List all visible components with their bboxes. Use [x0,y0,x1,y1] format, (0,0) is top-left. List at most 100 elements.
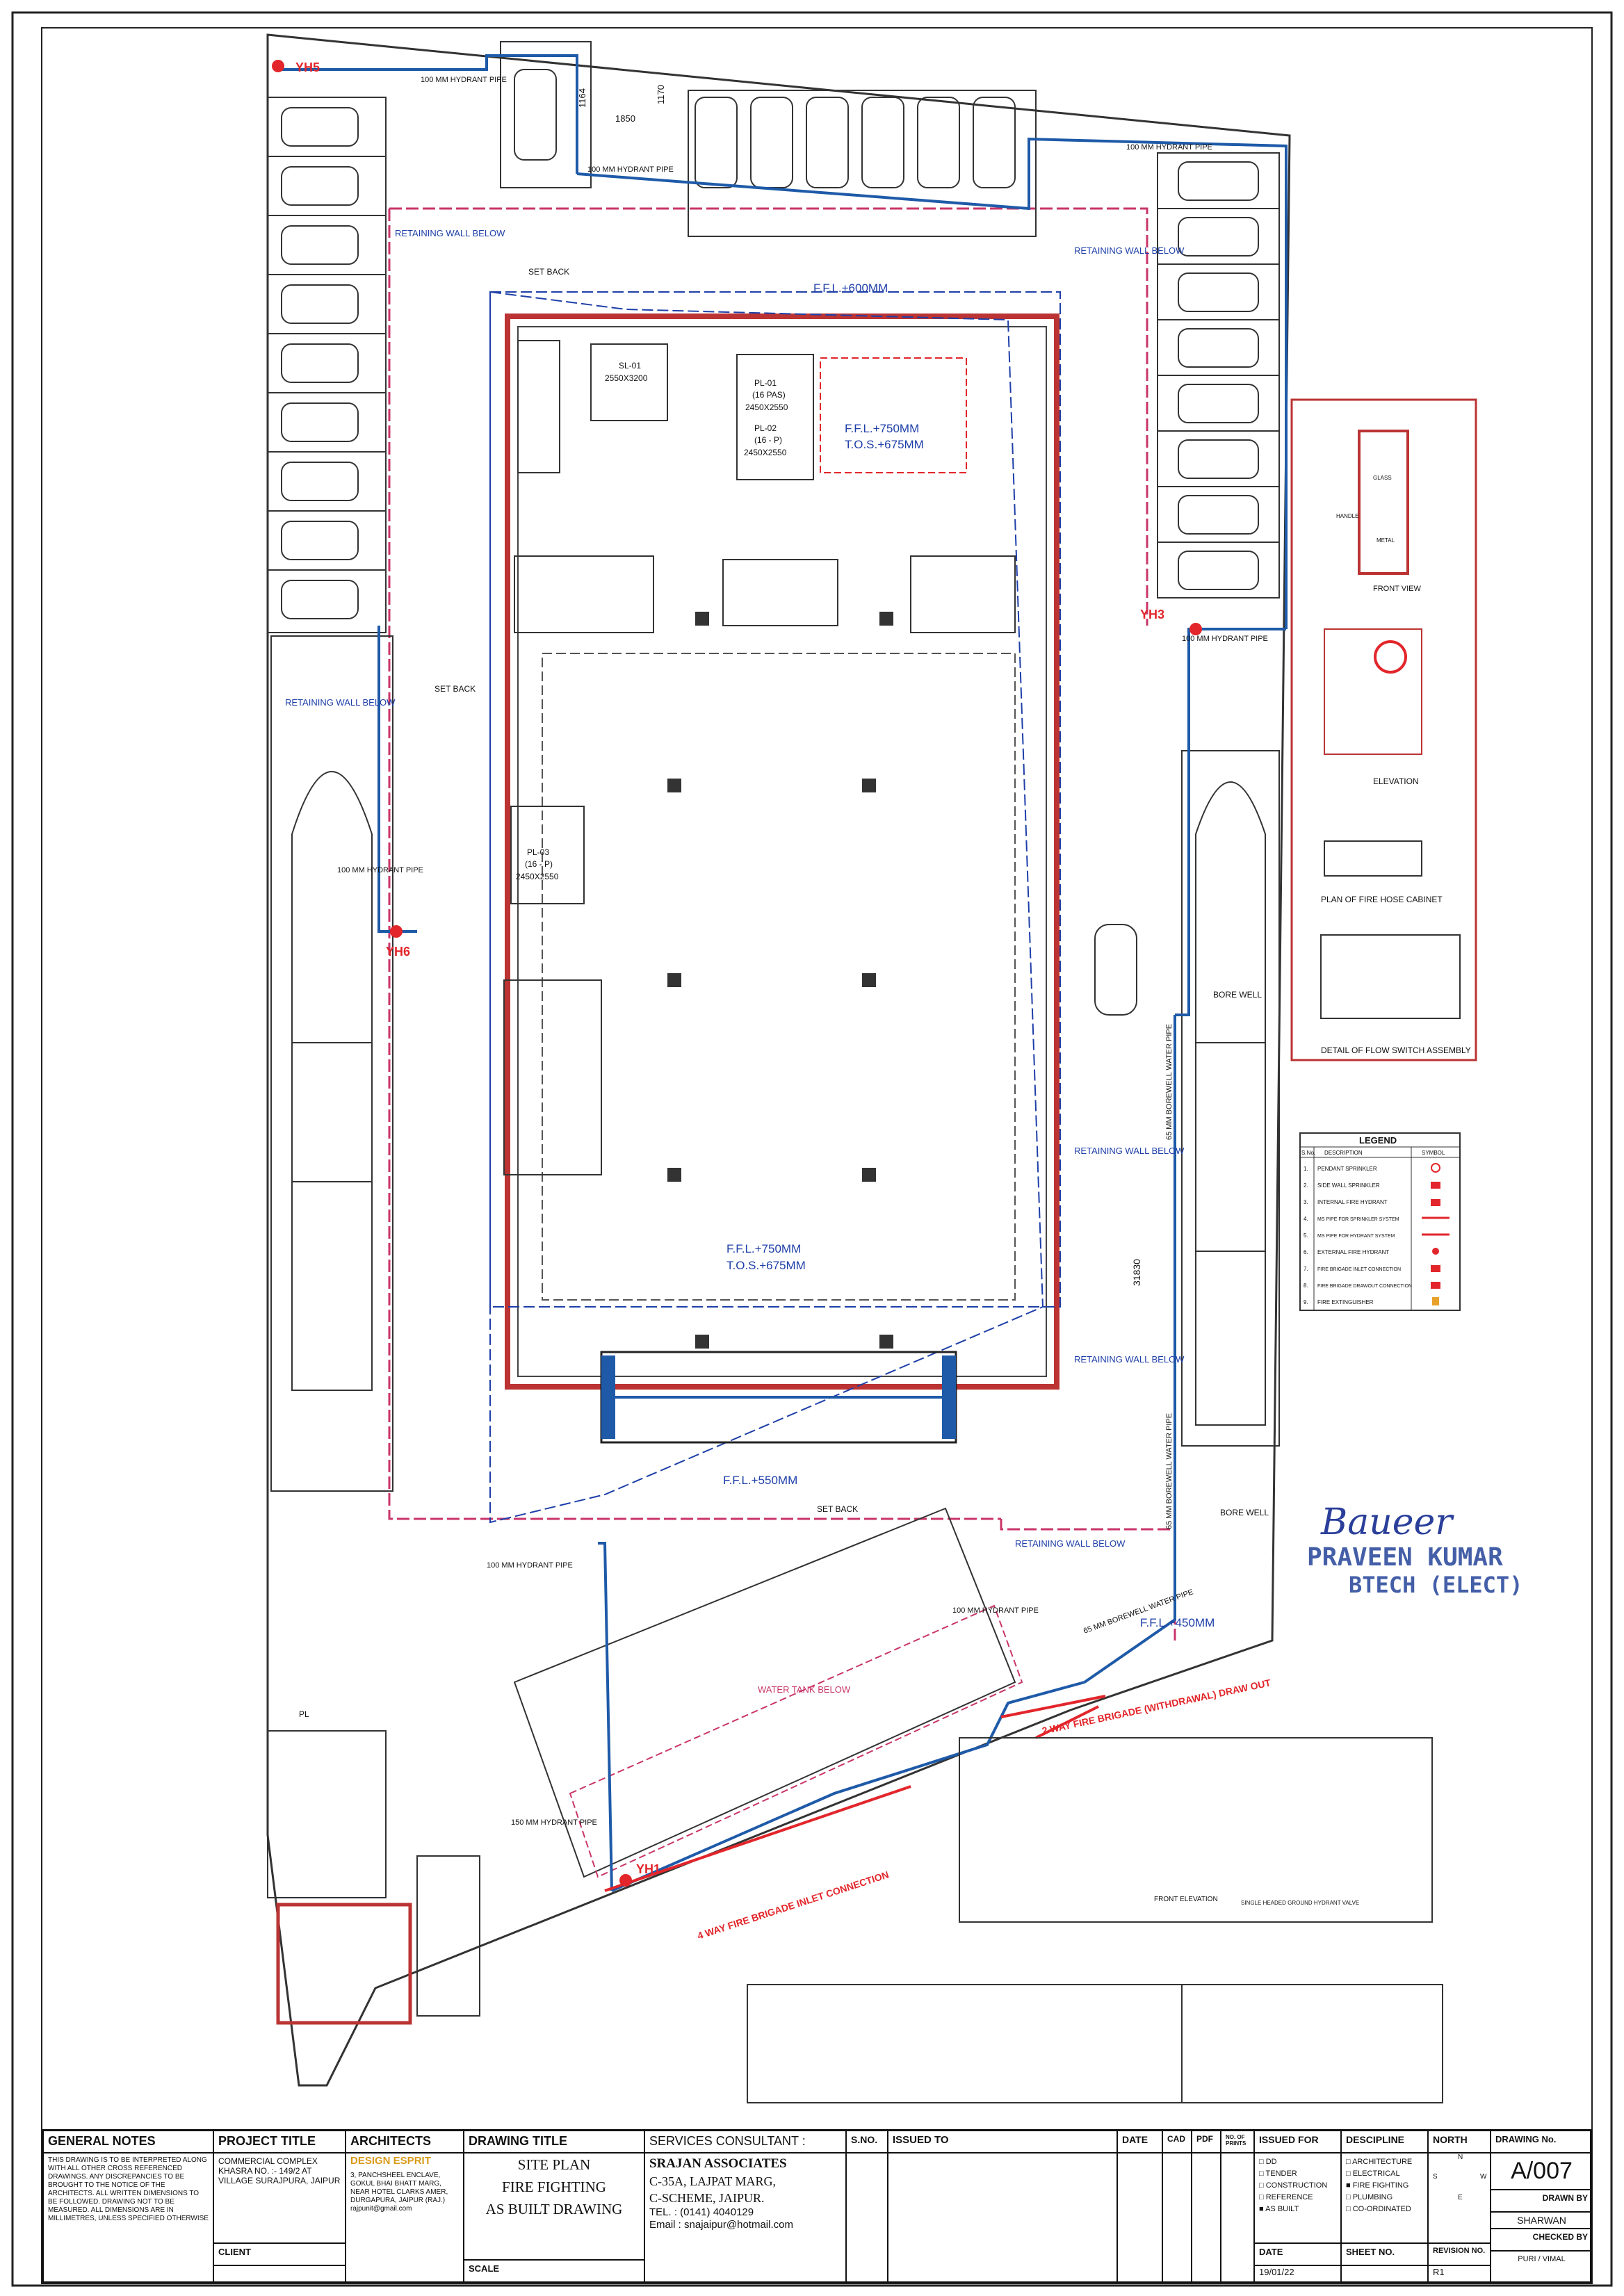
room-label: SL-01 [619,361,641,371]
water-tank-label: WATER TANK BELOW [758,1684,851,1695]
details-panel-strip [747,1984,1443,2103]
legend-row: 1. [1304,1166,1308,1172]
ffl-label: T.O.S.+675MM [845,438,924,451]
legend [1299,1132,1461,1311]
date-label: DATE [1255,2242,1340,2266]
discipline-heading: DESCIPLINE [1342,2131,1427,2153]
issue-date: 19/01/22 [1259,2267,1294,2277]
detail-caption: ELEVATION [1373,776,1419,786]
hydrant-yh5: YH5 [295,60,320,74]
external-hydrant-symbols [272,60,1202,1887]
parking-bottom [513,1507,1023,1878]
dimension: 1170 [656,85,666,104]
issued-for-construction[interactable]: □ CONSTRUCTION [1259,2181,1328,2190]
discipline-fire-fighting[interactable]: ■ FIRE FIGHTING [1346,2181,1409,2190]
checked-by-heading: CHECKED BY [1491,2229,1592,2252]
fhc-door [1358,430,1409,575]
parking-right [1157,152,1280,599]
engineer-signature: Baueer PRAVEEN KUMAR BTECH (ELECT) [1307,1501,1557,1613]
compass-s: S [1433,2173,1438,2181]
issued-for-dd[interactable]: □ DD [1259,2158,1277,2166]
legend-row: FIRE BRIGADE INLET CONNECTION [1317,1267,1401,1272]
legend-row: 2. [1304,1182,1308,1189]
drawing-title-line3: AS BUILT DRAWING [485,2201,623,2217]
parking-left [267,97,387,633]
scale-heading: SCALE [464,2259,644,2281]
car-drive [1094,924,1137,1016]
fhc-elevation [1324,628,1422,755]
hydrant-yh1: YH1 [636,1862,660,1876]
hydrant-piping [282,54,1288,1892]
room-label: PL-01 [754,378,777,388]
architects-heading: ARCHITECTS [346,2131,463,2153]
discipline-architecture[interactable]: □ ARCHITECTURE [1346,2158,1413,2166]
client-heading: CLIENT [214,2242,345,2266]
signature-name: PRAVEEN KUMAR [1307,1543,1503,1572]
setback-label: SET BACK [528,267,569,277]
issued-for-reference[interactable]: □ REFERENCE [1259,2193,1313,2201]
legend-row: PENDANT SPRINKLER [1317,1166,1377,1172]
retaining-wall-label: RETAINING WALL BELOW [1015,1538,1126,1549]
sno-heading: S.NO. [847,2131,887,2153]
detail-caption: FRONT VIEW [1373,585,1421,593]
retaining-wall-label: RETAINING WALL BELOW [395,228,505,238]
services-heading: SERVICES CONSULTANT : [645,2131,845,2153]
room-label: 2550X3200 [605,373,648,383]
pipe-label: 65 MM BOREWELL WATER PIPE [1165,1024,1174,1140]
drawing-no-heading: DRAWING No. [1491,2131,1592,2153]
legend-row: 6. [1304,1249,1308,1255]
legend-symbols [1422,1163,1450,1305]
legend-row: MS PIPE FOR HYDRANT SYSTEM [1317,1234,1395,1239]
drawing-title-line2: FIRE FIGHTING [502,2179,606,2195]
pipe-label: 100 MM HYDRANT PIPE [337,866,423,874]
sheet-no-heading: SHEET NO. [1342,2242,1427,2266]
detail-caption: METAL [1377,537,1395,544]
title-block: GENERAL NOTES THIS DRAWING IS TO BE INTE… [42,2129,1592,2283]
legend-row: 5. [1304,1232,1308,1239]
issued-for-as-built[interactable]: ■ AS BUILT [1259,2205,1299,2213]
room-label: PL-02 [754,423,777,433]
ffl-label: F.F.L.+450MM [1140,1616,1215,1629]
drawing-title-heading: DRAWING TITLE [464,2131,644,2153]
discipline-plumbing[interactable]: □ PLUMBING [1346,2193,1393,2201]
compass-w: W [1480,2173,1487,2181]
discipline-col: DESCIPLINE □ ARCHITECTURE □ ELECTRICAL ■… [1342,2131,1429,2281]
legend-row: INTERNAL FIRE HYDRANT [1317,1199,1388,1205]
signature-scribble: Baueer [1321,1501,1453,1543]
drawing-title-line1: SITE PLAN [517,2156,591,2173]
architect-name: DESIGN ESPRIT [350,2155,431,2167]
setback-label: SET BACK [435,684,476,694]
cad-heading: CAD [1163,2131,1191,2153]
pdf-heading: PDF [1192,2131,1220,2153]
drawing-number: A/007 [1491,2153,1592,2190]
retaining-wall-label: RETAINING WALL BELOW [1074,1354,1185,1365]
pipe-label: 100 MM HYDRANT PIPE [587,165,674,174]
pipe-label: 100 MM HYDRANT PIPE [952,1606,1039,1615]
north-col: NORTH N S W E REVISION NO. R1 [1429,2131,1491,2281]
drawing-title-col: DRAWING TITLE SITE PLAN FIRE FIGHTING AS… [464,2131,645,2281]
drawn-by-heading: DRAWN BY [1491,2190,1592,2213]
detail-caption: FRONT ELEVATION [1154,1896,1218,1903]
flow-switch-detail [1320,934,1461,1019]
revision-value: R1 [1433,2267,1445,2277]
services-email: Email : snajaipur@hotmail.com [649,2219,793,2231]
legend-row: FIRE BRIGADE DRAWOUT CONNECTION [1317,1284,1412,1289]
dimension: 1164 [577,88,587,108]
issued-to-col: ISSUED TO [888,2131,1118,2281]
setback-line-left [388,209,1001,1520]
dimension: 1850 [615,113,635,124]
services-col: SERVICES CONSULTANT : SRAJAN ASSOCIATES … [645,2131,847,2281]
architects-col: ARCHITECTS DESIGN ESPRIT 3, PANCHSHEEL E… [346,2131,464,2281]
room-label: 2450X2550 [745,402,788,412]
detail-caption: PLAN OF FIRE HOSE CABINET [1321,895,1443,904]
date-heading: DATE [1118,2131,1162,2153]
legend-header: DESCRIPTION [1324,1150,1363,1156]
main-building [489,291,1061,1524]
architect-address: 3, PANCHSHEEL ENCLAVE, GOKUL BHAI BHATT … [350,2172,448,2213]
legend-row: SIDE WALL SPRINKLER [1317,1182,1380,1189]
issued-for-tender[interactable]: □ TENDER [1259,2169,1297,2178]
pipe-label: 100 MM HYDRANT PIPE [487,1561,573,1570]
pipe-label: 100 MM HYDRANT PIPE [1126,143,1212,152]
discipline-coordinated[interactable]: □ CO-ORDINATED [1346,2205,1411,2213]
discipline-electrical[interactable]: □ ELECTRICAL [1346,2169,1400,2178]
